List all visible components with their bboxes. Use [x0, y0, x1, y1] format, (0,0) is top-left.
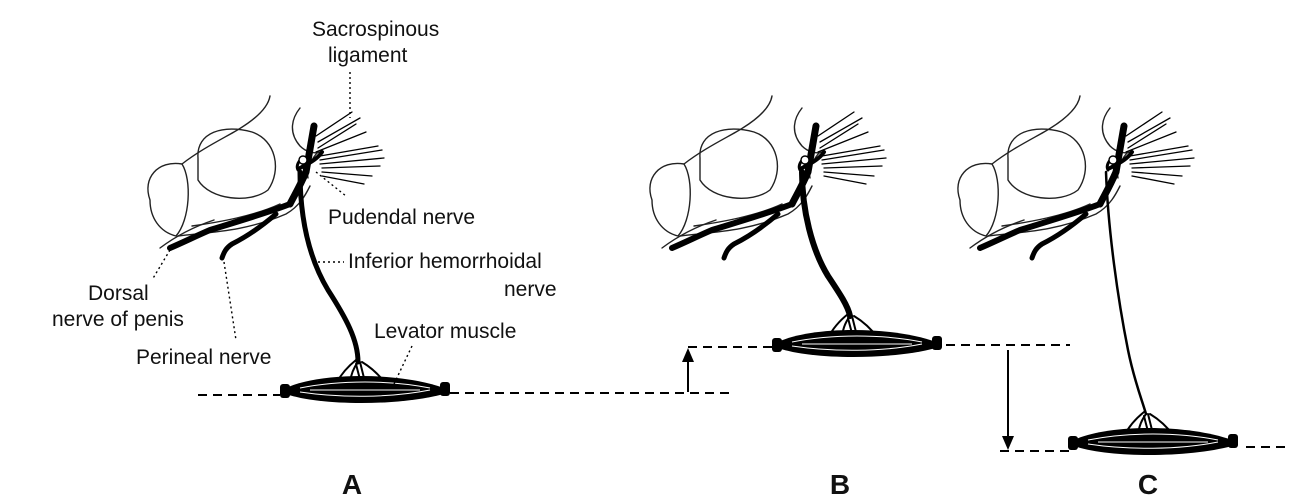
levator-leader	[394, 346, 412, 384]
perineal-nerve-label: Perineal nerve	[136, 346, 271, 369]
pudendal-label: Pudendal nerve	[328, 206, 475, 229]
dorsal-nerve-label-2: nerve of penis	[52, 308, 184, 331]
panel-b	[650, 96, 942, 357]
perineal-leader	[224, 262, 236, 340]
sacrospinous-label-1: Sacrospinous	[312, 18, 439, 41]
inferior-hemorrhoidal-label-2: nerve	[504, 278, 557, 301]
dorsal-nerve-leader	[152, 250, 170, 280]
panel-label-b: B	[830, 469, 850, 500]
sacrospinous-label-2: ligament	[328, 44, 408, 67]
inferior-hemorrhoidal-label-1: Inferior hemorrhoidal	[348, 250, 542, 273]
pudendal-leader	[316, 172, 346, 196]
levator-muscle-label: Levator muscle	[374, 320, 516, 343]
panel-label-a: A	[342, 469, 362, 500]
panel-c	[958, 96, 1238, 455]
dorsal-nerve-label-1: Dorsal	[88, 282, 149, 305]
panel-label-c: C	[1138, 469, 1158, 500]
